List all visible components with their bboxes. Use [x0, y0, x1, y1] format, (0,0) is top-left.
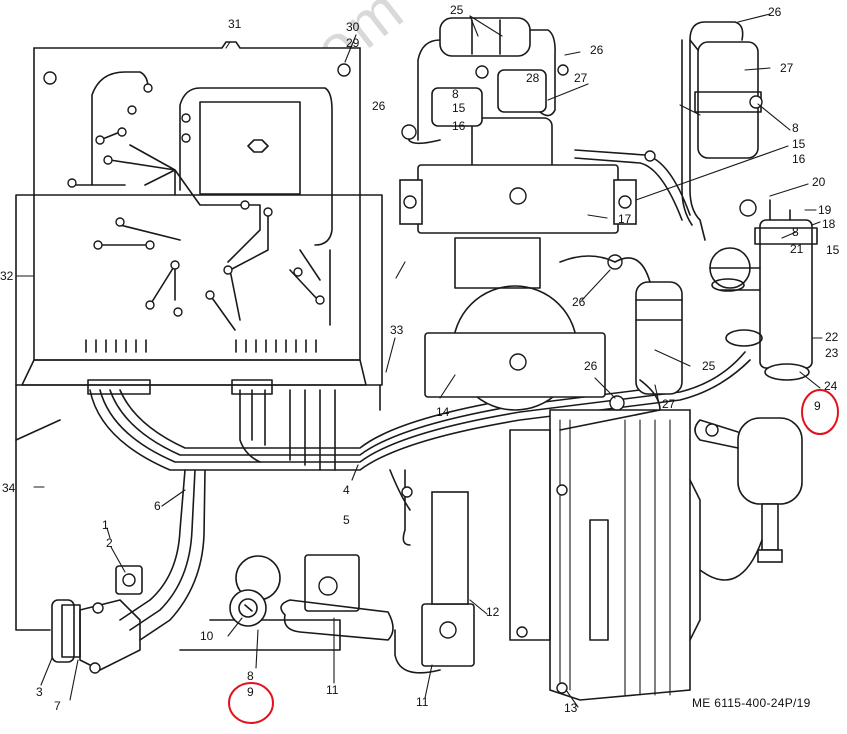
highlight-marks	[228, 389, 839, 724]
callout-27-top-right: 27	[780, 61, 794, 75]
relay-17	[399, 39, 637, 234]
callout-9-bottom: 9	[247, 685, 254, 699]
callout-3: 3	[36, 685, 43, 699]
callout-11-left: 11	[326, 683, 339, 697]
callout-5: 5	[343, 513, 350, 527]
callout-10: 10	[200, 629, 214, 643]
leader-lines	[15, 13, 823, 708]
callout-16-right: 16	[792, 152, 806, 166]
callout-24: 24	[824, 379, 838, 393]
callout-26-center: 26	[572, 295, 586, 309]
callout-26-lower: 26	[584, 359, 598, 373]
callout-13: 13	[564, 701, 578, 715]
callout-14: 14	[436, 405, 450, 419]
transformer-13	[509, 409, 701, 701]
callout-17: 17	[618, 212, 632, 226]
callout-25-lower: 25	[702, 359, 716, 373]
capacitor-14	[424, 237, 606, 411]
callout-11-right: 11	[416, 695, 429, 709]
callout-16-top: 16	[452, 119, 466, 133]
callout-4: 4	[343, 483, 350, 497]
callout-7: 7	[54, 699, 61, 713]
callout-29: 29	[346, 36, 360, 50]
callout-26-top-mid: 26	[590, 43, 604, 57]
callout-30: 30	[346, 20, 360, 34]
callout-8-right-lower: 8	[792, 225, 799, 239]
capacitor-25-top	[431, 17, 569, 127]
callout-25-top: 25	[450, 3, 464, 17]
control-box-32	[15, 41, 383, 386]
callout-26-mid-left: 26	[372, 99, 386, 113]
callout-22: 22	[825, 330, 839, 344]
callout-27-top-mid: 27	[574, 71, 588, 85]
callout-2: 2	[106, 536, 113, 550]
figure-code: ME 6115-400-24P/19	[692, 696, 811, 710]
callout-6: 6	[154, 499, 161, 513]
wire-right	[559, 149, 691, 431]
capacitor-25-lower	[559, 254, 683, 411]
connector-3	[51, 565, 143, 674]
callout-8-right: 8	[792, 121, 799, 135]
callout-15-right-lower: 15	[826, 243, 840, 257]
component-9-right	[694, 417, 803, 581]
wire-harness	[87, 351, 751, 641]
callout-27-lower: 27	[662, 397, 676, 411]
callout-8-bottom: 8	[247, 669, 254, 683]
callout-15-right: 15	[792, 137, 806, 151]
callout-32: 32	[0, 269, 14, 283]
callout-8-top: 8	[452, 87, 459, 101]
callout-28: 28	[526, 71, 540, 85]
callout-19: 19	[818, 203, 832, 217]
callout-9-right: 9	[814, 399, 821, 413]
callout-12: 12	[486, 605, 500, 619]
callout-21: 21	[790, 242, 804, 256]
callout-33: 33	[390, 323, 404, 337]
callout-20: 20	[812, 175, 826, 189]
callout-1: 1	[102, 518, 109, 532]
callout-18: 18	[822, 217, 836, 231]
callout-15-top: 15	[452, 101, 466, 115]
callout-31: 31	[228, 17, 242, 31]
component-18-22	[709, 199, 818, 381]
capacitor-27-top	[681, 21, 763, 241]
component-10-11	[229, 491, 475, 674]
callout-26-top-right: 26	[768, 5, 782, 19]
callout-23: 23	[825, 346, 839, 360]
callout-34: 34	[2, 481, 16, 495]
